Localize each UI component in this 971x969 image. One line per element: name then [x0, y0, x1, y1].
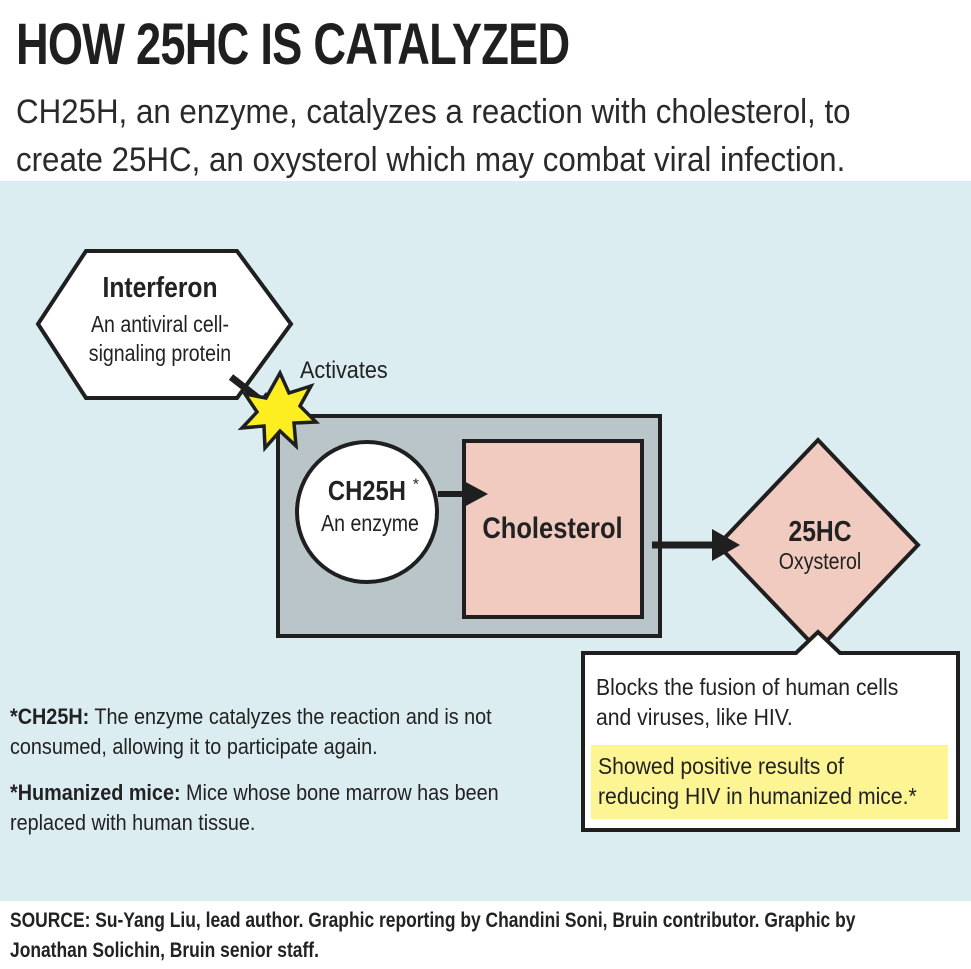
ch25h-circle — [295, 440, 439, 584]
source-credit: SOURCE: Su-Yang Liu, lead author. Graphi… — [10, 909, 856, 962]
25hc-description: Oxysterol — [778, 548, 862, 574]
page-subtitle: CH25H, an enzyme, catalyzes a reaction w… — [16, 93, 851, 179]
product-arrow-head — [712, 529, 740, 561]
interferon-hexagon — [35, 249, 294, 400]
cholesterol-label: Cholesterol — [482, 512, 623, 545]
ch25h-description: An enzyme — [321, 510, 419, 536]
highlight-box — [591, 745, 948, 819]
25hc-name: 25HC — [788, 516, 852, 548]
highlight-text: Showed positive results of reducing HIV … — [598, 753, 917, 809]
ch25h-name: CH25H* — [327, 475, 420, 506]
cholesterol-box — [462, 439, 644, 619]
footnote-humanized-mice: *Humanized mice: Mice whose bone marrow … — [10, 780, 499, 835]
activation-burst — [237, 369, 321, 453]
effect-text: Blocks the fusion of human cells and vir… — [596, 674, 899, 730]
enzyme-arrow-head — [462, 480, 488, 508]
interferon-description: An antiviral cell- signaling protein — [88, 311, 232, 366]
activates-label: Activates — [300, 357, 388, 384]
footnote-ch25h: *CH25H: The enzyme catalyzes the reactio… — [10, 704, 492, 759]
page-title: HOW 25HC IS CATALYZED — [16, 12, 570, 77]
interferon-title: Interferon — [102, 272, 218, 304]
